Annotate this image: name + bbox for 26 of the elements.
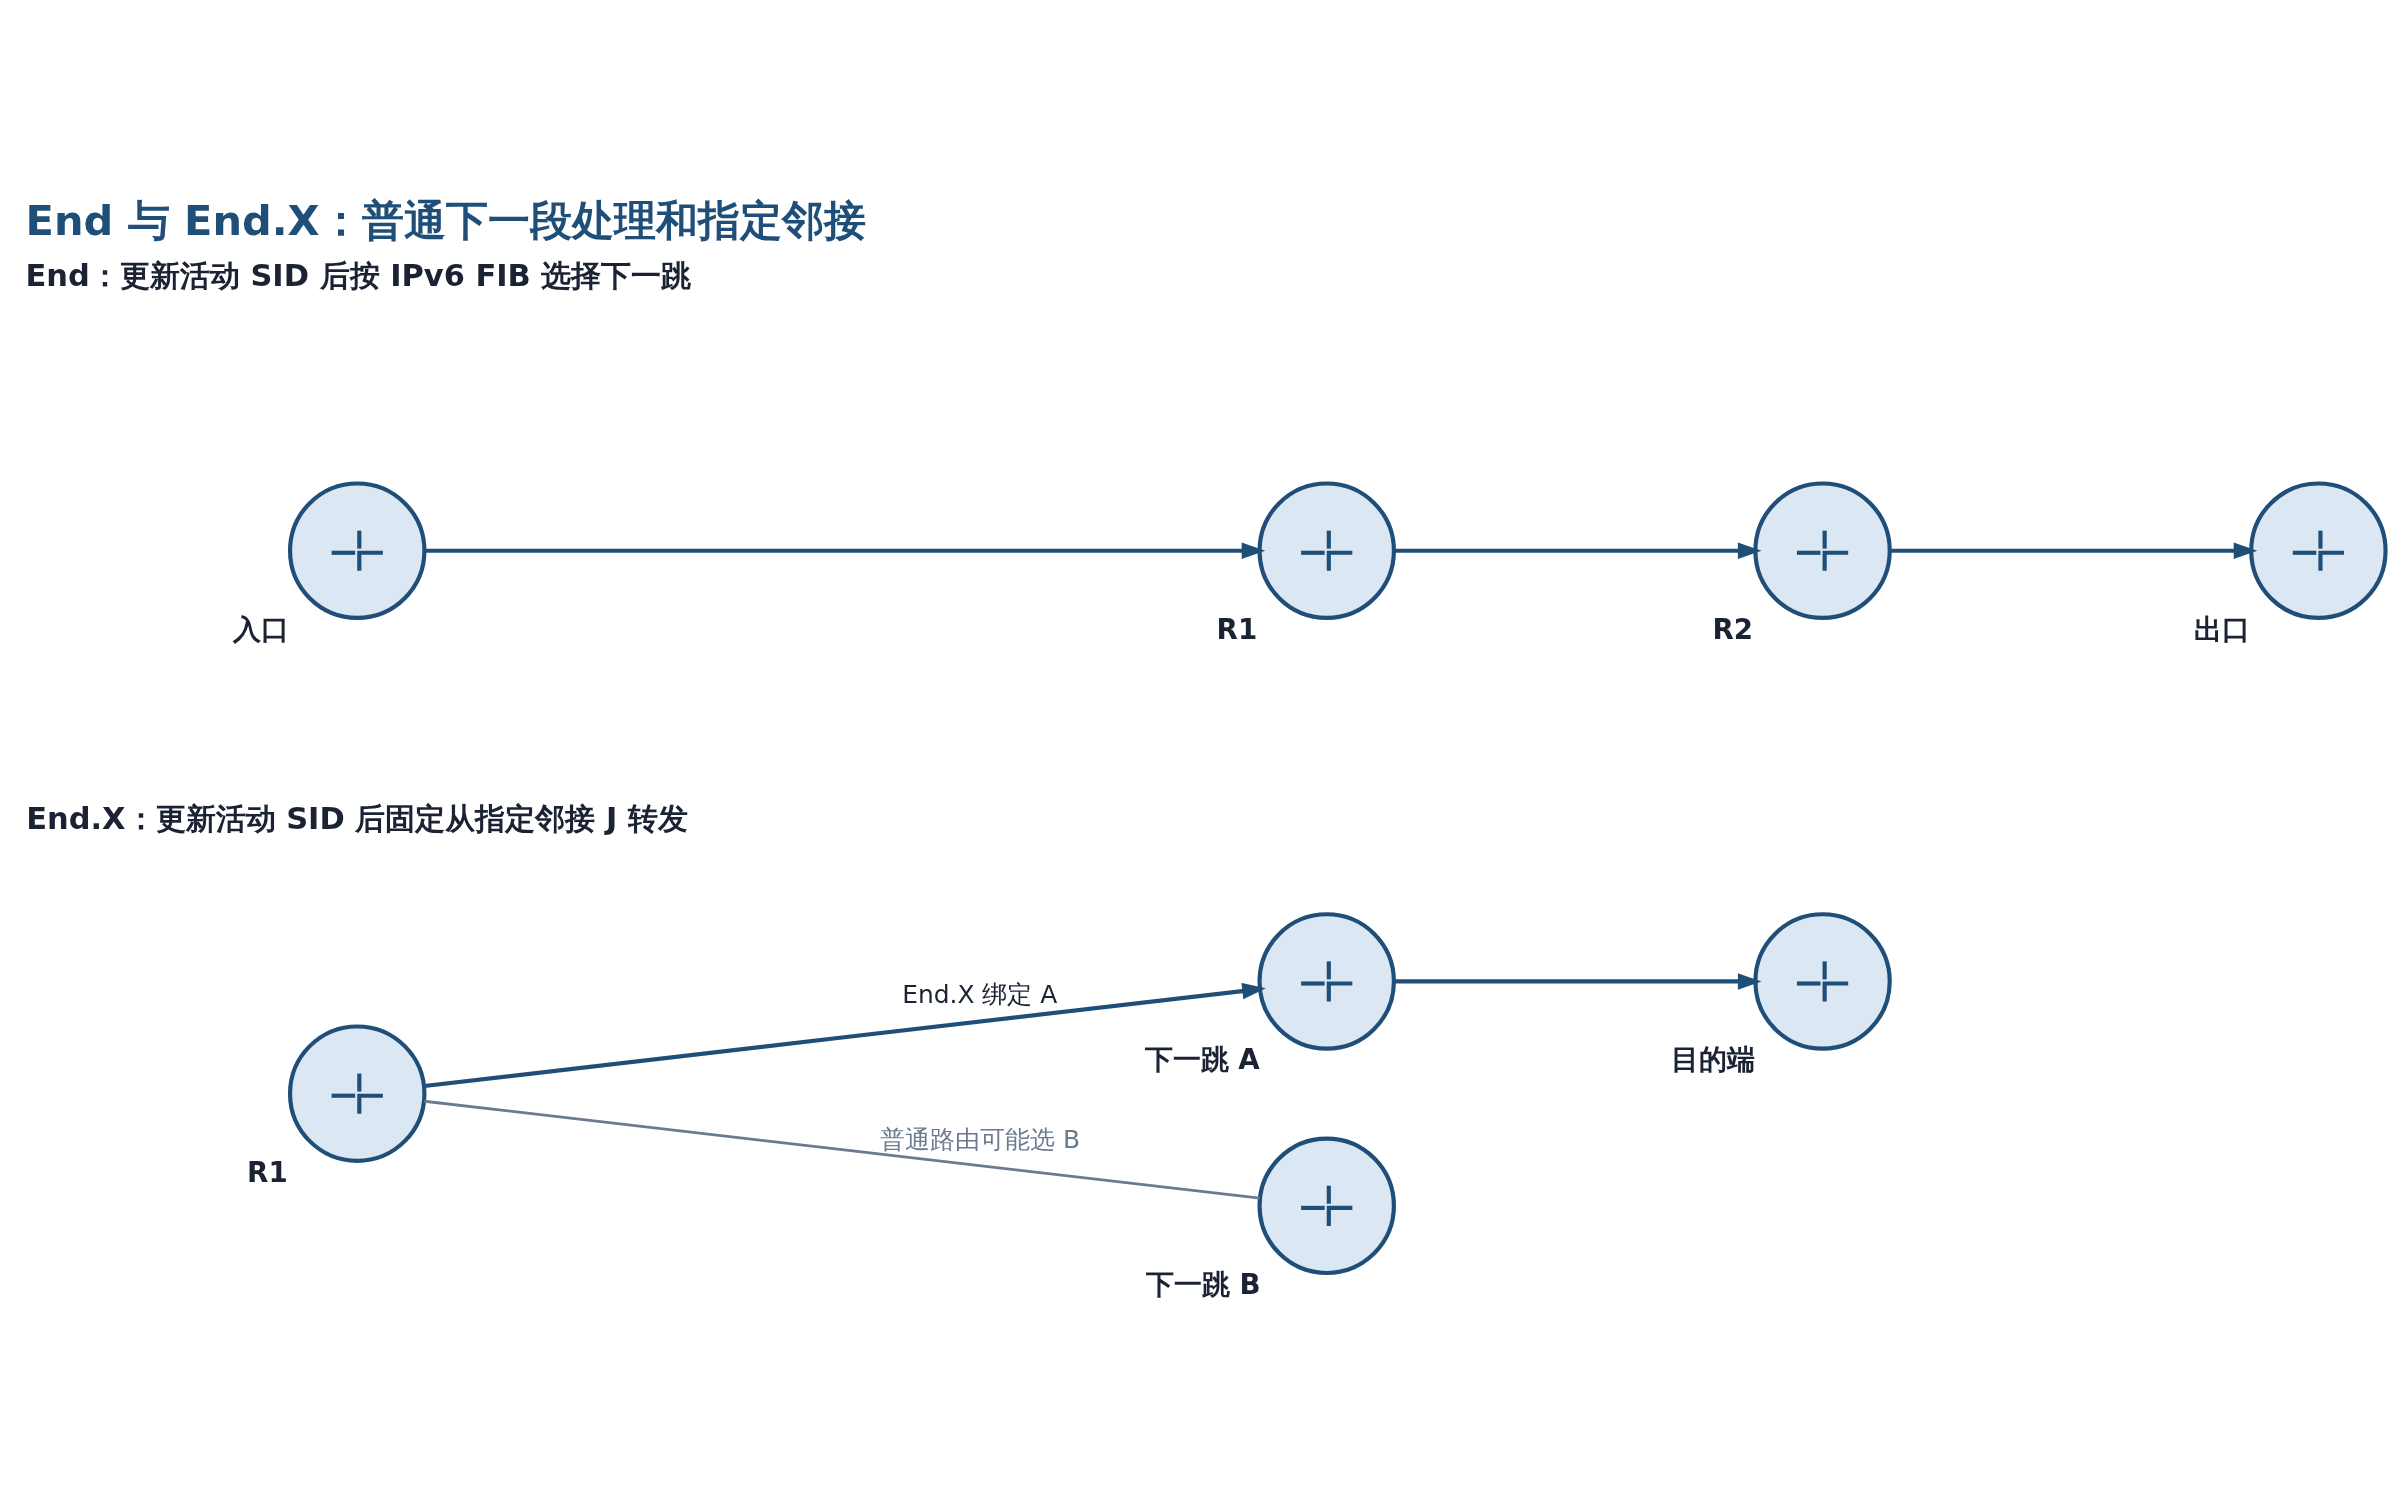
node-label: 目的端 <box>1670 1042 1755 1076</box>
node-circle <box>1257 1136 1396 1275</box>
label: End.X：更新活动 SID 后固定从指定邻接 J 转发 <box>26 800 688 836</box>
node-circle <box>1257 480 1396 620</box>
arrow <box>424 982 1266 1088</box>
node-label: 下一跳 B <box>1145 1267 1261 1301</box>
node-circle <box>2249 480 2388 620</box>
node-circle <box>288 1023 427 1163</box>
node-circle <box>288 480 427 620</box>
diagram-title: End 与 End.X：普通下一段处理和指定邻接 <box>25 195 866 245</box>
connector <box>424 1099 1260 1200</box>
node-label: R2 <box>1712 612 1754 646</box>
edge-label: 普通路由可能选 B <box>880 1124 1081 1154</box>
arrow <box>424 541 1266 559</box>
edge-label: End.X 绑定 A <box>902 979 1058 1009</box>
node-circle <box>1753 911 1892 1051</box>
arrow <box>1394 541 1762 559</box>
arrow <box>1394 972 1762 990</box>
arrow <box>1889 541 2258 559</box>
node-label: 入口 <box>233 612 290 646</box>
node-circle <box>1753 480 1892 620</box>
node-label: 下一跳 A <box>1144 1042 1260 1076</box>
node-label: R1 <box>1216 612 1258 646</box>
node-label: 出口 <box>2194 612 2251 646</box>
label: End：更新活动 SID 后按 IPv6 FIB 选择下一跳 <box>25 257 692 293</box>
node-label: R1 <box>247 1155 288 1189</box>
